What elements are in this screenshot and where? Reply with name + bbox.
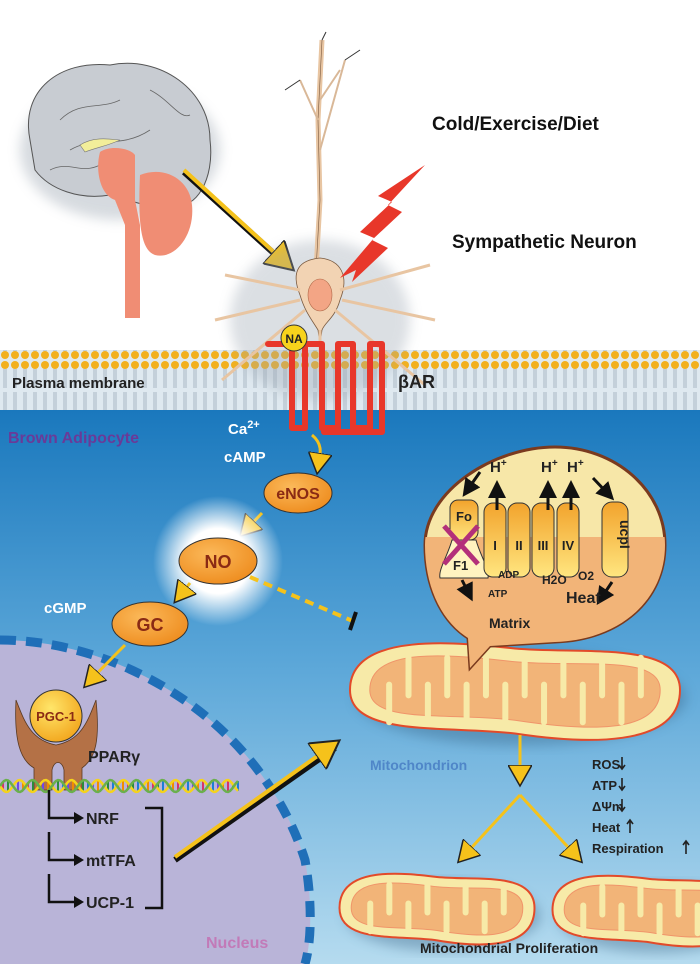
mttfa-arrowhead: [74, 854, 84, 866]
lightning-bolt-icon: [340, 165, 425, 282]
proton-in-fo-arrow: [462, 471, 482, 497]
sympathetic-neuron: [214, 31, 436, 400]
ucp1-arrowhead: [74, 896, 84, 908]
nucleus-label: Nucleus: [206, 935, 268, 952]
mitochondrion-main: [348, 642, 686, 746]
adp-label: ADP: [498, 570, 519, 581]
nuclear-envelope: [0, 635, 315, 964]
gc-node: [111, 601, 189, 647]
cell-label: Brown Adipocyte: [8, 430, 139, 447]
complex-label-2: II: [515, 538, 522, 553]
arrow-down-icon: [618, 799, 626, 813]
genes-to-mitochondria-arrow: [173, 745, 333, 859]
enos-label: eNOS: [276, 486, 320, 503]
fo-label: Fo: [456, 509, 472, 524]
mitochondrion-label: Mitochondrion: [370, 757, 467, 773]
gc-label: GC: [137, 615, 164, 635]
f1-subunit: [439, 539, 489, 579]
ligand-label: NA: [285, 332, 303, 346]
no-node: [178, 537, 258, 585]
inhibition-bar: [348, 611, 358, 631]
effect-atp: ATP: [592, 778, 617, 793]
proton-label-3: H+: [567, 458, 584, 476]
plasma-membrane-label: Plasma membrane: [12, 375, 145, 392]
pgc1-node: [29, 689, 83, 743]
receptor-to-enos-arrow: [312, 433, 320, 468]
receptor-label: βAR: [398, 372, 435, 392]
mitochondrion-daughter-left: [338, 872, 541, 951]
proliferation-label: Mitochondrial Proliferation: [420, 940, 598, 956]
arrow-down-icon: [618, 757, 626, 771]
dna-helix: [0, 778, 239, 794]
enos-node: [263, 472, 333, 514]
complex-label-1: I: [493, 538, 497, 553]
complex-3: [531, 502, 555, 578]
ppar-label: PPARγ: [88, 749, 140, 766]
proton-label-1: H+: [490, 458, 507, 476]
complex-1: [483, 502, 507, 578]
heat-inset-label: Heat: [566, 590, 601, 607]
complex-4: [556, 502, 580, 578]
gene-nrf: NRF: [86, 811, 119, 828]
brain-illustration: [20, 62, 220, 318]
complex-label-3: III: [538, 538, 549, 553]
ppar-gamma-receptor: [15, 699, 98, 791]
atp-synthase-blocked-x-icon: [442, 524, 480, 566]
nrf-arrowhead: [74, 812, 84, 824]
effect-ros: ROS: [592, 757, 621, 772]
proton-in-ucp-arrow: [591, 476, 615, 501]
split-left-arrow: [462, 793, 522, 858]
complex-label-4: IV: [562, 538, 575, 553]
arrow-up-icon: [682, 839, 690, 854]
pgc1-label: PGC-1: [36, 709, 76, 724]
no-label: NO: [205, 552, 232, 572]
brain-to-neuron-arrow: [182, 168, 288, 265]
no-to-gc-arrow: [178, 583, 190, 598]
gene-ucp1: UCP-1: [86, 895, 134, 912]
gene-mttfa: mtTFA: [86, 853, 136, 870]
effect-heat: Heat: [592, 820, 621, 835]
matrix-label: Matrix: [489, 615, 530, 631]
neuron-label: Sympathetic Neuron: [452, 232, 637, 253]
cgmp-label: cGMP: [44, 600, 87, 617]
no-inhibition-dashed-line: [249, 575, 356, 624]
f1-label: F1: [453, 558, 468, 573]
proton-label-2: H+: [541, 458, 558, 476]
complex-2: [507, 502, 531, 578]
camp-label: cAMP: [224, 449, 266, 466]
stimulus-label: Cold/Exercise/Diet: [432, 114, 600, 135]
effect-respiration: Respiration: [592, 841, 664, 856]
atp-inset-label: ATP: [488, 589, 508, 600]
mitochondrion-daughter-right: [551, 874, 700, 953]
beta-adrenergic-receptor: [265, 324, 385, 435]
o2-label: O2: [578, 569, 594, 583]
ucp1-protein: [601, 501, 629, 578]
split-right-arrow: [518, 793, 578, 858]
effect--m: ΔΨm: [592, 799, 623, 814]
gene-branches: [47, 790, 164, 910]
matrix-atp-arrow: [456, 579, 473, 602]
arrow-down-icon: [618, 778, 626, 792]
ca-label: Ca2+: [228, 419, 260, 438]
h2o-label: H2O: [542, 573, 567, 587]
ucp-label: ucpI: [617, 520, 633, 549]
ucp-heat-arrow: [596, 581, 615, 605]
arrow-up-icon: [626, 818, 634, 833]
gc-to-pgc1-arrow: [88, 643, 127, 683]
